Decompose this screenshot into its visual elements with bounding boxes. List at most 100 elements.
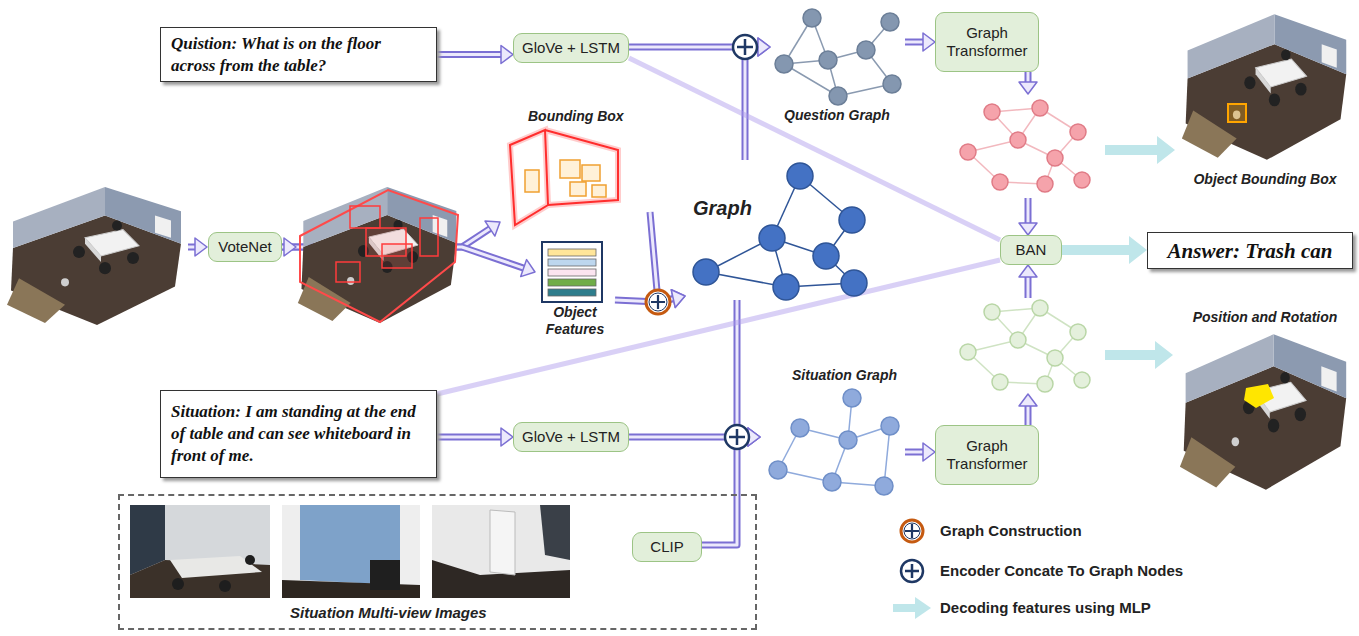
answer-box: Answer: Trash can	[1147, 232, 1353, 269]
connector	[437, 428, 513, 446]
multi-view-group: Situation Multi-view Images CLIP	[118, 494, 757, 630]
connector-line	[1027, 277, 1030, 298]
scene-graph-drawing	[693, 163, 867, 300]
legend-text: Decoding features using MLP	[940, 599, 1151, 617]
legend-text: Graph Construction	[940, 522, 1082, 540]
connector-line	[905, 39, 923, 46]
connector	[437, 260, 1000, 394]
arrow-head	[671, 290, 685, 308]
arrow-head	[1129, 236, 1147, 264]
group-label: Situation Multi-view Images	[290, 604, 487, 622]
connector	[905, 33, 935, 51]
connector-line	[629, 58, 1000, 240]
multi-view-images	[130, 505, 570, 598]
fusion-box: BAN	[1000, 235, 1062, 265]
encoder-box: GloVe + LSTM	[513, 33, 629, 63]
module-label: GloVe + LSTM	[522, 39, 620, 57]
detector-box: VoteNet	[208, 232, 282, 262]
construction-symbol	[646, 290, 670, 314]
graph-label: Question Graph	[784, 106, 890, 124]
figure-label: Bounding Box	[528, 107, 624, 125]
question-graph-drawing	[775, 9, 901, 105]
connector-line	[702, 437, 748, 545]
connector	[629, 58, 1000, 240]
connector-line	[702, 437, 748, 545]
arrow-head	[485, 221, 500, 236]
graph-label: Graph	[693, 196, 752, 220]
legend-entry: Graph Construction	[940, 522, 1082, 540]
graph-label: Situation Graph	[792, 366, 897, 384]
connector-line	[650, 212, 673, 302]
question-graph: Question Graph	[770, 8, 905, 125]
module-label: Graph Transformer	[942, 24, 1032, 60]
arrow-votenet-to-scene	[284, 238, 296, 256]
figure-caption: Position and Rotation	[1193, 308, 1338, 326]
connector-line	[1025, 72, 1032, 82]
figure-label: Object Features	[535, 304, 615, 338]
connector-line	[1025, 198, 1032, 223]
answer-text: Answer: Trash can	[1168, 240, 1333, 262]
arrow-head	[1019, 223, 1037, 235]
connector-line	[650, 212, 673, 302]
transformer-box: Graph Transformer	[935, 12, 1039, 72]
module-label: BAN	[1016, 241, 1047, 259]
question-box: Quistion: What is on the floor across fr…	[160, 27, 437, 82]
situation-graph-drawing	[769, 389, 899, 495]
module-label: Graph Transformer	[942, 437, 1032, 473]
detected-scene	[298, 187, 458, 323]
arrow-head	[501, 46, 513, 64]
connector	[905, 443, 935, 461]
question-output-graph	[960, 100, 1090, 192]
connector-line	[437, 51, 501, 58]
arrow-head	[521, 260, 535, 277]
encoder-box: GloVe + LSTM	[513, 422, 629, 452]
connector	[1062, 236, 1147, 264]
connector-line	[1062, 245, 1129, 255]
module-label: GloVe + LSTM	[522, 428, 620, 446]
connector-line	[437, 53, 501, 56]
object-features-icon	[542, 242, 602, 302]
module-label: VoteNet	[218, 238, 271, 256]
legend-text: Encoder Concate To Graph Nodes	[940, 562, 1183, 580]
arrow-head	[501, 428, 513, 446]
arrow-head	[671, 290, 685, 308]
concat-symbol	[725, 35, 757, 449]
output-scene-bbox	[1182, 14, 1346, 160]
arrow-head	[758, 38, 770, 56]
scene-graph: Graph	[685, 160, 870, 300]
arrow-head	[1019, 82, 1037, 94]
bounding-box-figure	[510, 130, 618, 225]
bounding-box-figure: Bounding Box	[500, 105, 650, 232]
connector-line	[1027, 198, 1030, 223]
figure-caption: Object Bounding Box	[1193, 170, 1336, 188]
connector-line	[437, 260, 1000, 394]
output-scene-pose	[1180, 334, 1346, 489]
connector-line	[745, 47, 758, 160]
connector-line	[1025, 277, 1032, 298]
situation-box: Situation: I am standing at the end of t…	[160, 390, 437, 478]
object-features-figure: Object Features	[535, 240, 615, 345]
input-scene	[7, 187, 181, 325]
arrow-head	[1019, 265, 1037, 277]
connector-line	[905, 451, 923, 454]
arrow-head	[923, 443, 935, 461]
question-text: Quistion: What is on the floor across fr…	[171, 33, 426, 77]
connector	[1019, 72, 1037, 235]
connector-line	[437, 434, 501, 441]
legend-symbol	[893, 520, 931, 619]
arrow-scene-to-votenet	[188, 238, 207, 256]
situation-text: Situation: I am standing at the end of t…	[171, 401, 426, 467]
arrow-head	[1019, 394, 1037, 406]
connector-line	[1027, 72, 1030, 82]
arrow-head	[758, 38, 770, 56]
connector	[437, 46, 513, 64]
module-label: CLIP	[650, 538, 683, 556]
label-holder: Position and Rotation	[1193, 308, 1338, 326]
connector-line	[437, 436, 501, 439]
image-encoder-box: CLIP	[632, 532, 702, 562]
situation-output-graph	[960, 300, 1090, 392]
connector-line	[1025, 406, 1032, 425]
connector-line	[1027, 406, 1030, 425]
connector-line	[745, 47, 758, 160]
transformer-box: Graph Transformer	[935, 425, 1039, 485]
